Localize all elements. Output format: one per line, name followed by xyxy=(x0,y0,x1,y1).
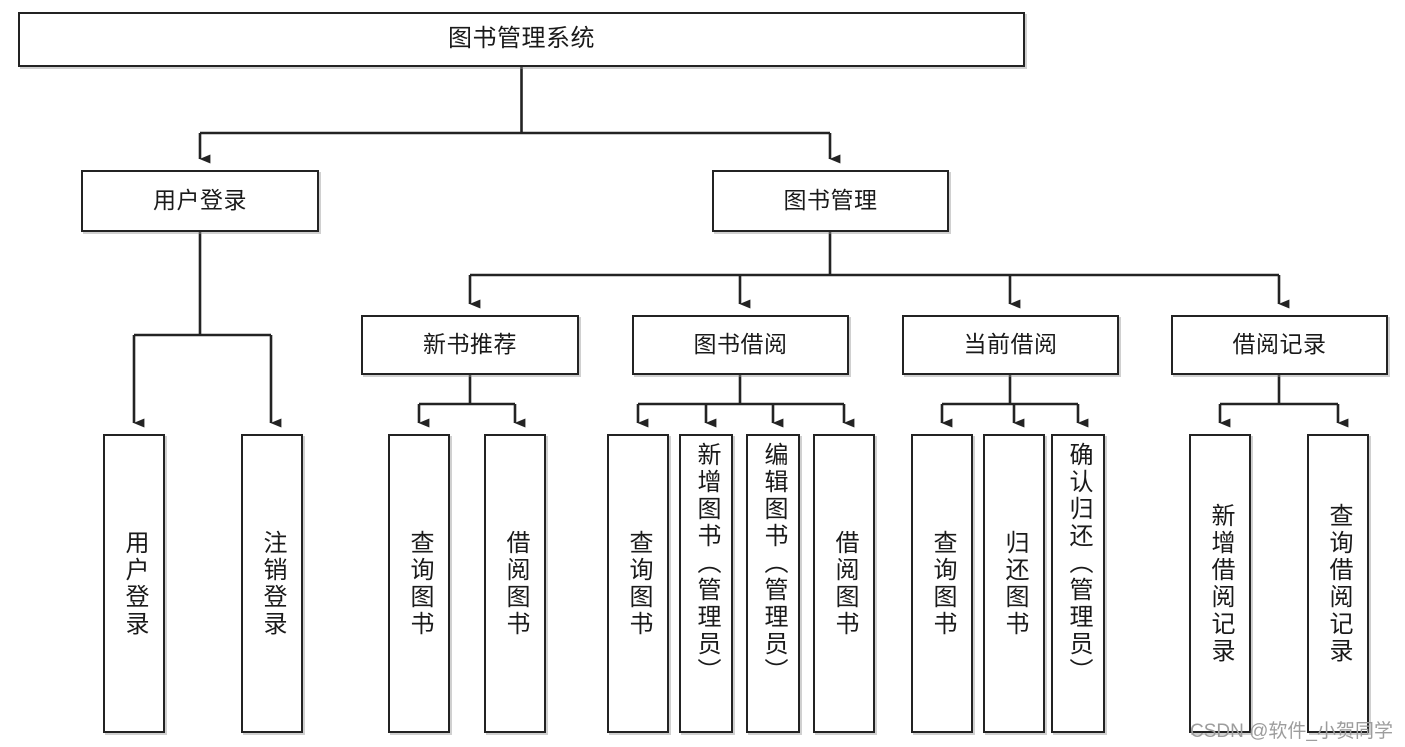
node-current-borrow[interactable]: 当前借阅 xyxy=(902,315,1119,375)
leaf-node-label: 编辑图书（管理员） xyxy=(759,442,787,685)
leaf-node[interactable]: 借阅图书 xyxy=(813,434,875,733)
leaf-node[interactable]: 查询图书 xyxy=(607,434,669,733)
leaf-node-label: 归还图书 xyxy=(1000,529,1028,638)
leaf-node[interactable]: 查询借阅记录 xyxy=(1307,434,1369,733)
node-book-borrow-label: 图书借阅 xyxy=(693,331,788,358)
node-borrow-record-label: 借阅记录 xyxy=(1232,331,1327,358)
leaf-node-label: 查询图书 xyxy=(928,529,956,638)
leaf-node-label: 确认归还（管理员） xyxy=(1064,442,1092,685)
node-user-login-label: 用户登录 xyxy=(153,187,247,214)
leaf-node-label: 查询图书 xyxy=(624,529,652,638)
leaf-node-label: 新增借阅记录 xyxy=(1206,502,1234,665)
node-root[interactable]: 图书管理系统 xyxy=(18,12,1025,67)
leaf-node-label: 查询借阅记录 xyxy=(1324,502,1352,665)
node-root-label: 图书管理系统 xyxy=(448,25,595,53)
node-new-book-recommend-label: 新书推荐 xyxy=(423,331,517,358)
leaf-node[interactable]: 用户登录 xyxy=(103,434,165,733)
leaf-node[interactable]: 查询图书 xyxy=(388,434,450,733)
node-user-login[interactable]: 用户登录 xyxy=(81,170,319,232)
leaf-node[interactable]: 查询图书 xyxy=(911,434,973,733)
node-current-borrow-label: 当前借阅 xyxy=(963,331,1058,358)
node-borrow-record[interactable]: 借阅记录 xyxy=(1171,315,1388,375)
leaf-node[interactable]: 编辑图书（管理员） xyxy=(746,434,800,733)
node-book-management-label: 图书管理 xyxy=(783,187,878,214)
leaf-node[interactable]: 归还图书 xyxy=(983,434,1045,733)
leaf-node-label: 查询图书 xyxy=(405,529,433,638)
leaf-node[interactable]: 新增借阅记录 xyxy=(1189,434,1251,733)
leaf-node[interactable]: 确认归还（管理员） xyxy=(1051,434,1105,733)
leaf-node[interactable]: 新增图书（管理员） xyxy=(679,434,733,733)
leaf-node[interactable]: 注销登录 xyxy=(241,434,303,733)
leaf-node-label: 新增图书（管理员） xyxy=(692,442,720,685)
leaf-node[interactable]: 借阅图书 xyxy=(484,434,546,733)
node-new-book-recommend[interactable]: 新书推荐 xyxy=(361,315,579,375)
leaf-node-label: 借阅图书 xyxy=(501,529,529,638)
leaf-node-label: 用户登录 xyxy=(120,529,148,638)
leaf-node-label: 借阅图书 xyxy=(830,529,858,638)
node-book-management[interactable]: 图书管理 xyxy=(712,170,949,232)
watermark-text: CSDN @软件_小贺同学 xyxy=(1190,721,1393,742)
node-book-borrow[interactable]: 图书借阅 xyxy=(632,315,849,375)
leaf-node-label: 注销登录 xyxy=(258,529,286,638)
